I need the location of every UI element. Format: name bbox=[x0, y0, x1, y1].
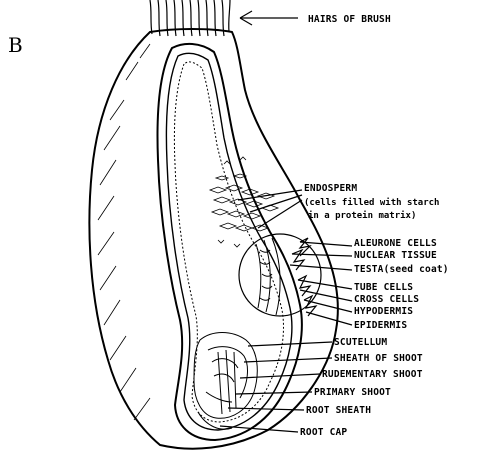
label-tube-cells: TUBE CELLS bbox=[354, 282, 413, 293]
root-cap-arrow bbox=[220, 426, 298, 432]
kernel-outline bbox=[89, 29, 337, 449]
label-endosperm-note-1: (cells filled with starch bbox=[304, 197, 439, 208]
label-scutellum: SCUTELLUM bbox=[334, 337, 387, 348]
crease-hatching bbox=[98, 44, 150, 420]
label-root-sheath: ROOT SHEATH bbox=[306, 405, 371, 416]
panel-letter: B bbox=[8, 33, 23, 57]
label-cross-cells: CROSS CELLS bbox=[354, 294, 419, 305]
pericarp-layers bbox=[158, 44, 302, 440]
label-sheath-of-shoot: SHEATH OF SHOOT bbox=[334, 353, 423, 364]
label-endosperm-note-2: in a protein matrix) bbox=[308, 210, 416, 221]
labels: HAIRS OF BRUSH ENDOSPERM (cells filled w… bbox=[300, 14, 449, 438]
label-nuclear-tissue: NUCLEAR TISSUE bbox=[354, 250, 437, 261]
label-endosperm: ENDOSPERM bbox=[304, 183, 357, 194]
label-epidermis: EPIDERMIS bbox=[354, 320, 407, 331]
label-hairs-of-brush: HAIRS OF BRUSH bbox=[308, 14, 391, 25]
label-hypodermis: HYPODERMIS bbox=[354, 306, 413, 317]
label-testa: TESTA(seed coat) bbox=[354, 264, 449, 275]
rudimentary-arrow bbox=[240, 374, 320, 378]
embryo bbox=[194, 333, 257, 430]
epidermis-arrow bbox=[306, 312, 352, 325]
label-rudimentary-shoot: RUDEMENTARY SHOOT bbox=[322, 369, 423, 380]
cross-arrow bbox=[300, 290, 352, 301]
label-aleurone-cells: ALEURONE CELLS bbox=[354, 238, 437, 249]
label-primary-shoot: PRIMARY SHOOT bbox=[314, 387, 391, 398]
hypodermis-arrow bbox=[304, 300, 352, 312]
tube-arrow bbox=[298, 280, 352, 289]
label-root-cap: ROOT CAP bbox=[300, 427, 347, 438]
